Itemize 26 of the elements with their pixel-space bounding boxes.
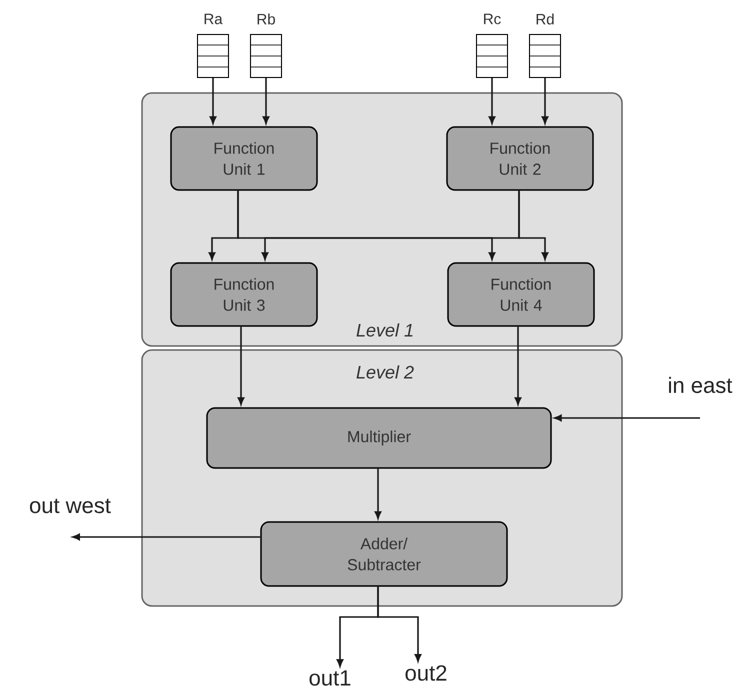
unit-box: Function Unit 2: [446, 126, 594, 191]
arrow: [262, 78, 270, 124]
arrow: [237, 190, 496, 260]
unit-box: Function Unit 3: [170, 262, 318, 327]
unit-box: Function Unit 4: [447, 262, 595, 327]
arrow: [374, 468, 382, 519]
arrow: [554, 414, 700, 422]
arrow: [488, 78, 496, 124]
arrow: [210, 78, 216, 124]
arrow: [377, 586, 422, 662]
arrow: [542, 78, 548, 124]
port-label: out2: [406, 665, 446, 681]
register-label: Rd: [536, 14, 554, 24]
register-label: Rc: [484, 14, 501, 24]
unit-box: Multiplier: [206, 407, 552, 469]
register-label: Ra: [204, 14, 223, 24]
register-label: Rb: [258, 14, 275, 24]
arrow: [238, 326, 244, 405]
port-label: in east: [669, 376, 732, 394]
port-label: out1: [310, 670, 350, 686]
unit-box: Function Unit 1: [170, 126, 318, 191]
arrow: [518, 190, 548, 260]
port-label: out west: [30, 498, 111, 514]
arrow: [72, 534, 260, 540]
arrow: [514, 326, 522, 405]
unit-box: Adder/ Subtracter: [260, 521, 508, 587]
